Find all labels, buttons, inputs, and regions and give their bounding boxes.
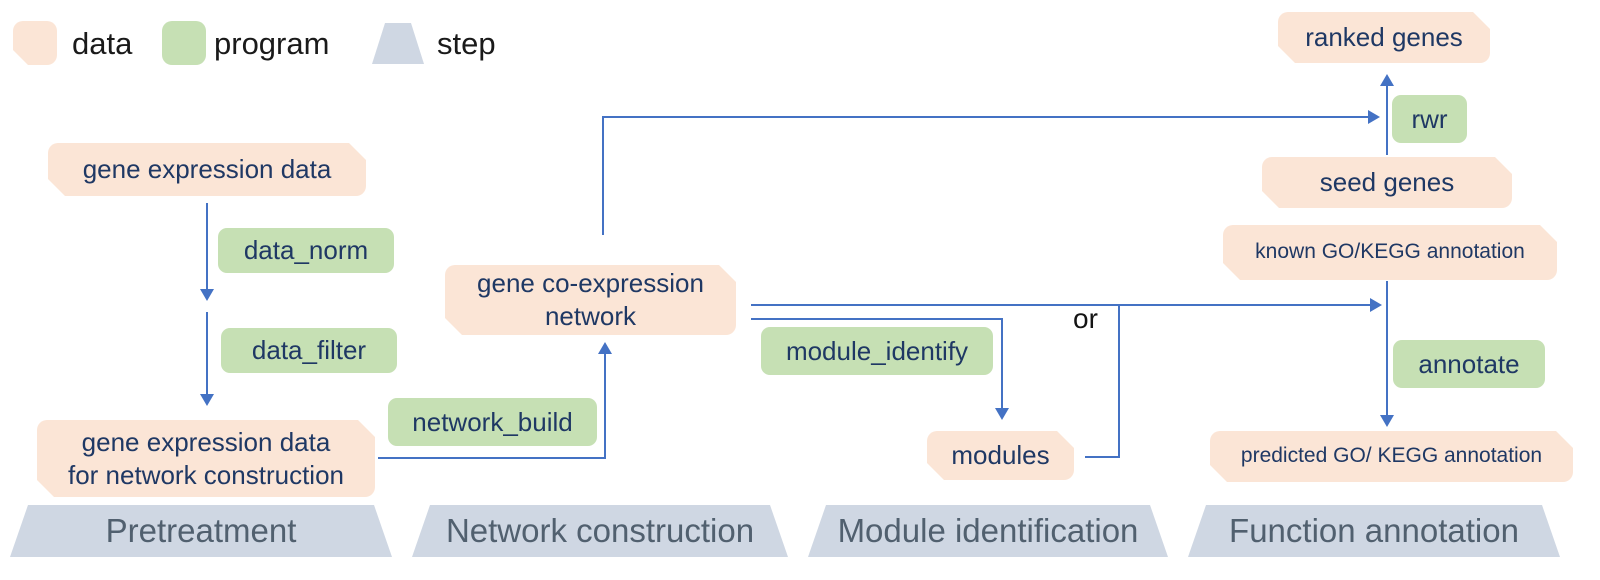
or-label: or (1073, 303, 1098, 334)
connector-network-annotate-line (751, 304, 1370, 306)
connector-build-h-line (378, 457, 606, 459)
program-module-identify: module_identify (761, 327, 993, 375)
arrow-right-annotate-icon (1370, 298, 1382, 312)
program-rwr: rwr (1392, 95, 1467, 143)
node-ranked-genes: ranked genes (1278, 12, 1490, 63)
arrow-down-norm-icon (200, 289, 214, 301)
legend-program-swatch-icon (162, 21, 206, 65)
legend-data-swatch-icon (13, 21, 57, 65)
node-gene-expression-data: gene expression data (48, 143, 366, 196)
node-known-annotation: known GO/KEGG annotation (1223, 225, 1557, 280)
connector-seed-rwr-line (1386, 86, 1388, 155)
connector-annotate-line (1386, 281, 1388, 417)
program-data-filter: data_filter (221, 328, 397, 373)
node-gene-coexpression-network: gene co-expression network (445, 265, 736, 335)
arrow-down-predicted-icon (1380, 415, 1394, 427)
legend-data-label: data (72, 26, 133, 61)
program-data-norm: data_norm (218, 228, 394, 273)
step-function-annotation: Function annotation (1188, 505, 1560, 557)
connector-or-v-line (1118, 305, 1120, 458)
node-predicted-annotation: predicted GO/ KEGG annotation (1210, 431, 1573, 482)
step-pretreatment: Pretreatment (10, 505, 392, 557)
arrow-down-modules-icon (995, 408, 1009, 420)
arrow-right-rwr-icon (1368, 110, 1380, 124)
step-module-identification: Module identification (808, 505, 1168, 557)
node-gene-expression-data-for-network: gene expression data for network constru… (37, 420, 375, 497)
connector-identify-v-line (1001, 318, 1003, 410)
legend-step-swatch-icon (372, 23, 424, 64)
arrow-up-ranked-icon (1380, 74, 1394, 86)
program-annotate: annotate (1393, 340, 1545, 388)
connector-filter-line (206, 312, 208, 396)
connector-norm-line (206, 203, 208, 291)
connector-identify-h-line (751, 318, 1003, 320)
connector-modules-stub-line (1085, 456, 1120, 458)
connector-network-up-line (602, 117, 604, 235)
program-network-build: network_build (388, 398, 597, 446)
step-network-construction: Network construction (412, 505, 788, 557)
arrow-up-build-icon (598, 342, 612, 354)
node-seed-genes: seed genes (1262, 157, 1512, 208)
connector-network-rwr-line (602, 116, 1368, 118)
legend-program-label: program (214, 26, 330, 61)
node-modules: modules (927, 431, 1074, 480)
arrow-down-filter-icon (200, 394, 214, 406)
legend-step-label: step (437, 26, 496, 61)
connector-build-v-line (604, 352, 606, 459)
